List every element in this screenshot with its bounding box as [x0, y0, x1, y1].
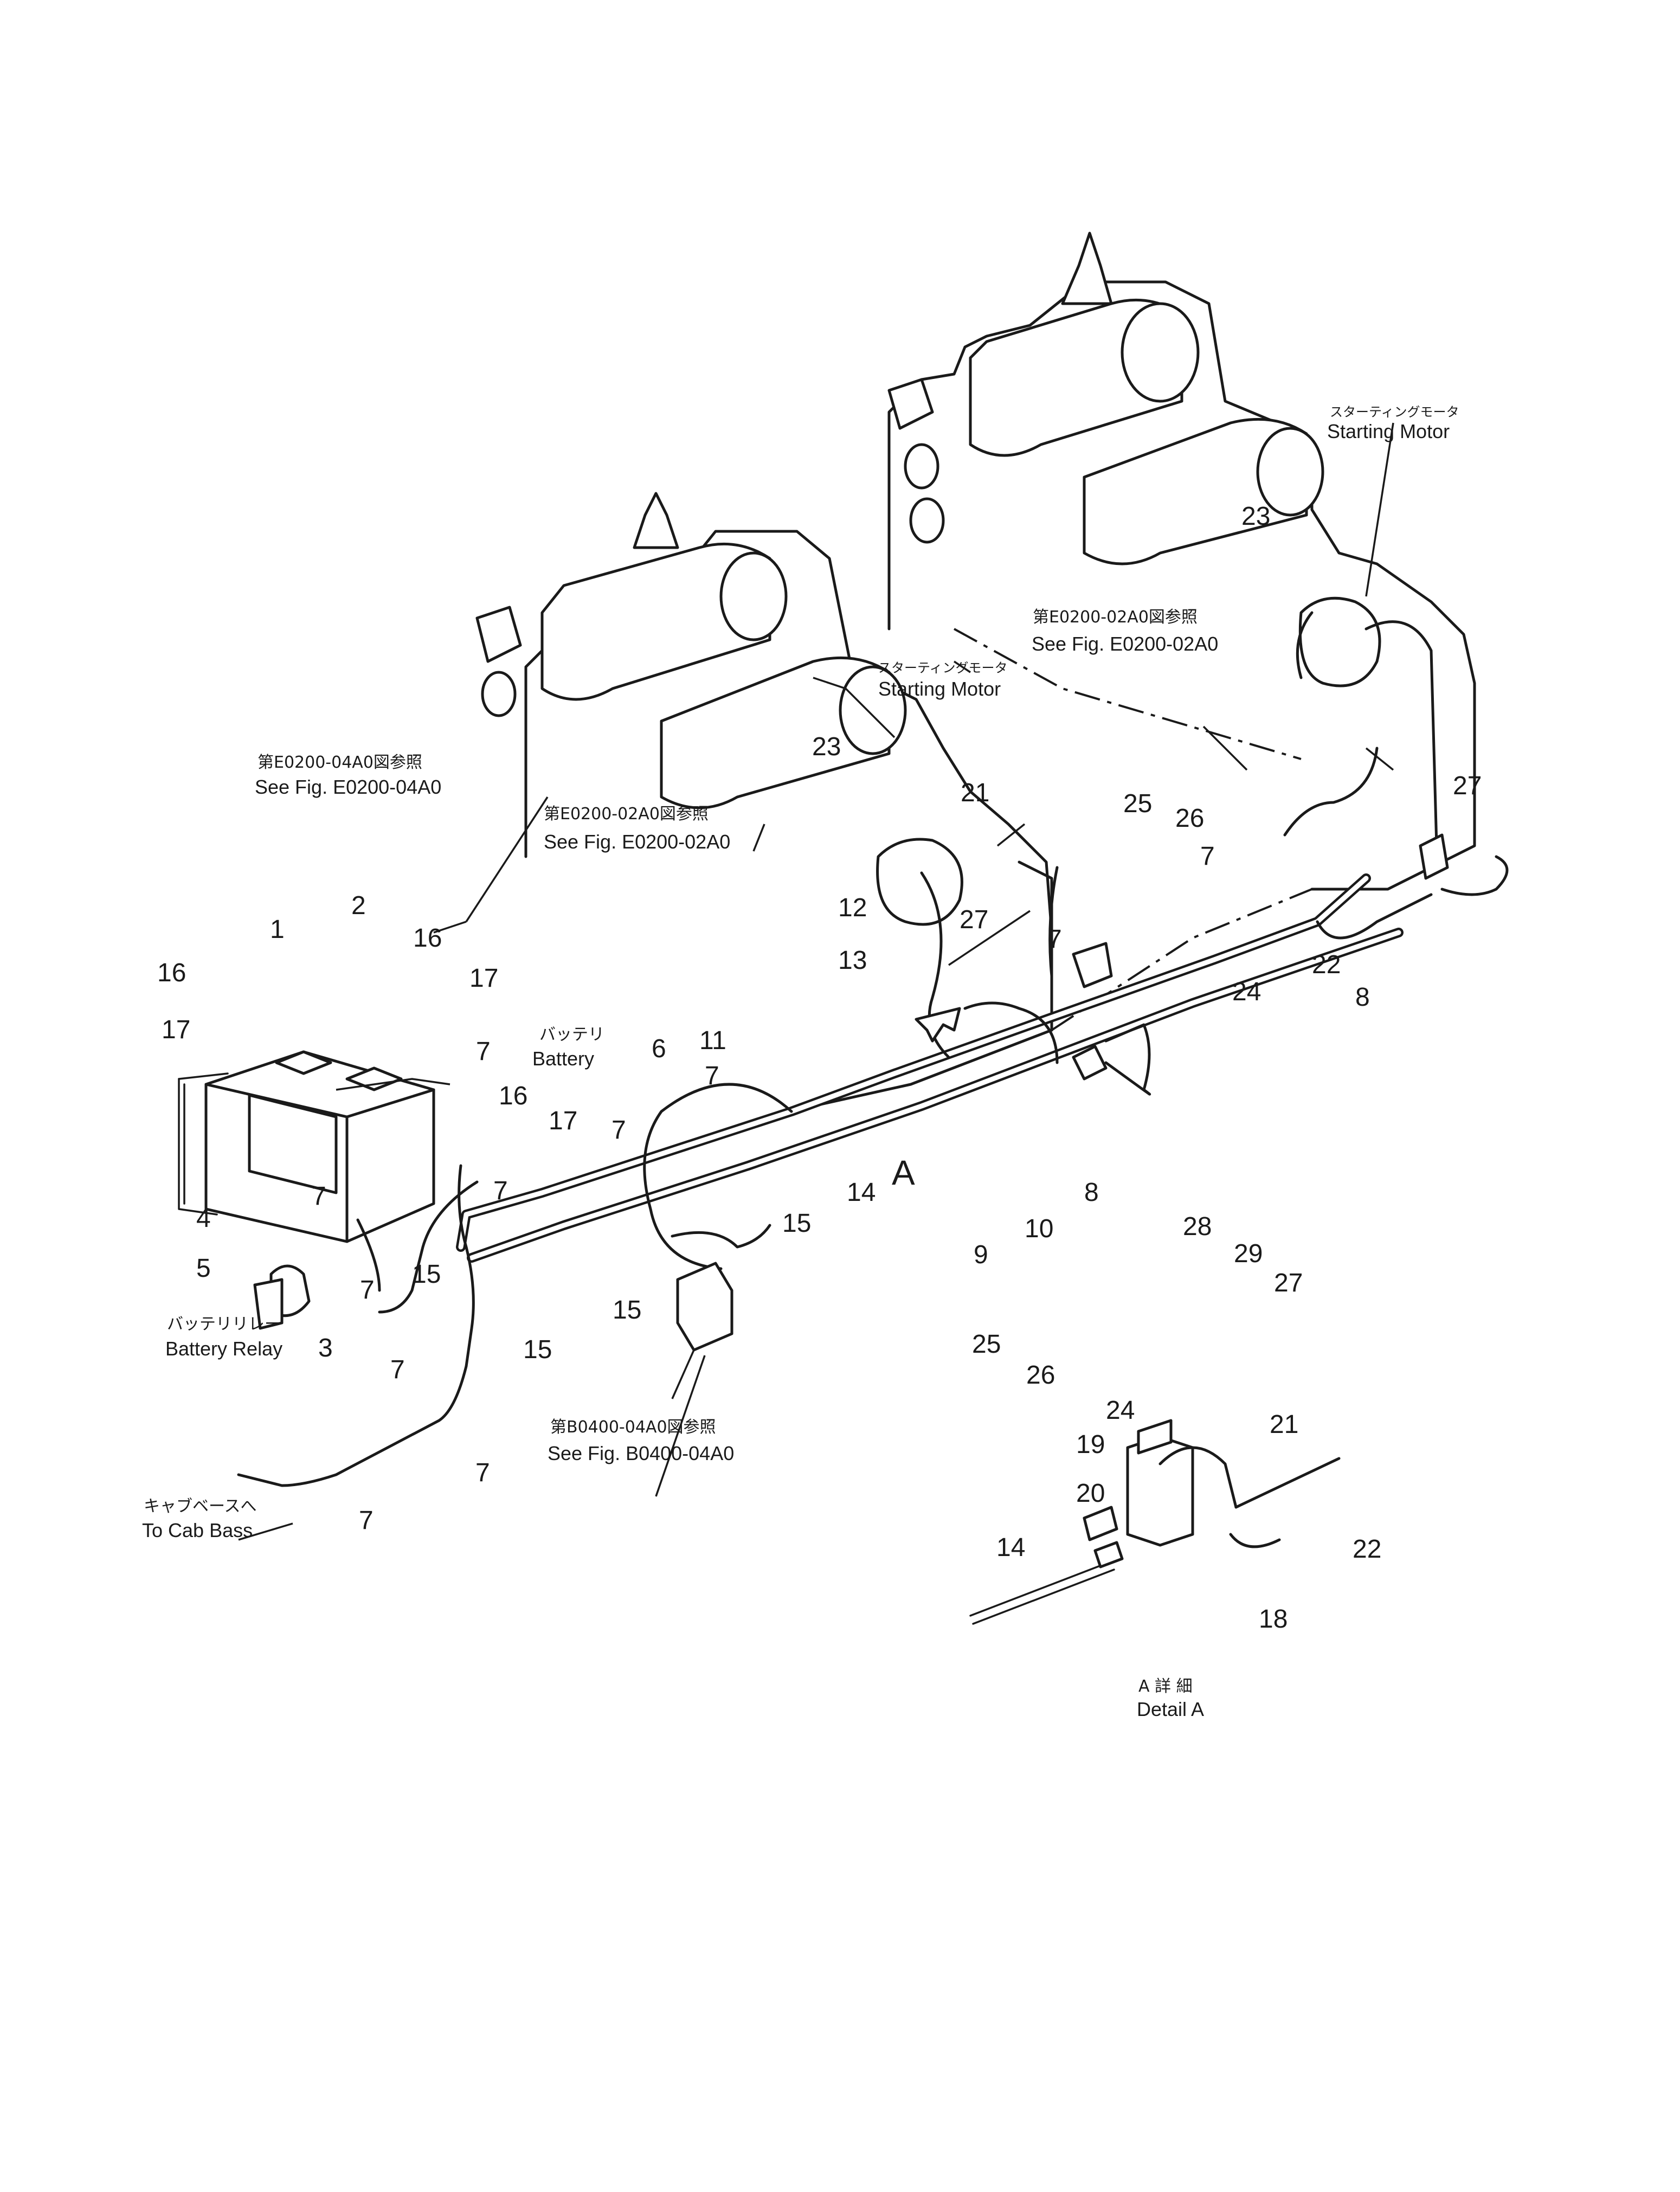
part-label-7i: 7: [705, 1062, 719, 1090]
part-label-22a: 22: [1312, 950, 1341, 979]
main-harness: [237, 747, 1509, 1487]
part-label-16c: 16: [499, 1082, 527, 1110]
part-label-15d: 15: [523, 1335, 552, 1364]
battery-relay-en: Battery Relay: [165, 1338, 282, 1360]
part-label-27b: 27: [1453, 772, 1482, 800]
part-label-7a: 7: [476, 1037, 491, 1066]
battery-jp: バッテリ: [539, 1025, 604, 1044]
ref-e0200-04a0-jp: 第E0200-04A0図参照: [258, 753, 422, 772]
part-label-7j: 7: [1047, 925, 1062, 954]
ref-e0200-02a0-right-en: See Fig. E0200-02A0: [1032, 633, 1218, 655]
engine-assembly-rear: [887, 232, 1476, 891]
ref-e0200-02a0-mid-jp: 第E0200-02A0図参照: [544, 805, 709, 824]
part-label-3: 3: [318, 1334, 333, 1362]
part-label-22b: 22: [1353, 1535, 1381, 1564]
part-label-24a: 24: [1232, 978, 1261, 1006]
part-label-15b: 15: [613, 1296, 641, 1325]
part-label-7d: 7: [390, 1355, 405, 1384]
part-label-4: 4: [196, 1204, 211, 1233]
ref-e0200-04a0-en: See Fig. E0200-04A0: [255, 776, 441, 798]
starting-motor-right-jp: スターティングモータ: [1330, 404, 1459, 420]
battery-en: Battery: [532, 1047, 594, 1070]
detail-a-caption-jp: A 詳 細: [1138, 1677, 1193, 1696]
part-label-14b: 14: [996, 1533, 1025, 1562]
part-label-9: 9: [974, 1240, 988, 1269]
starting-motor-mid-en: Starting Motor: [878, 678, 1001, 700]
part-label-14a: 14: [847, 1178, 876, 1207]
ref-e0200-02a0-mid-en: See Fig. E0200-02A0: [544, 831, 730, 853]
part-label-7e: 7: [475, 1458, 490, 1487]
part-label-16a: 16: [157, 959, 186, 987]
part-label-13: 13: [838, 946, 867, 975]
part-label-7h: 7: [612, 1116, 626, 1145]
part-label-25b: 25: [972, 1330, 1001, 1359]
part-label-24b: 24: [1106, 1396, 1135, 1425]
starting-motor-mid-jp: スターティングモータ: [878, 660, 1008, 676]
part-label-27c: 27: [1274, 1269, 1303, 1297]
starting-motor-right-en: Starting Motor: [1327, 420, 1450, 442]
part-label-8a: 8: [1084, 1178, 1099, 1207]
part-label-17b: 17: [469, 964, 498, 993]
part-label-26b: 26: [1026, 1361, 1055, 1390]
part-label-7c: 7: [360, 1276, 375, 1304]
part-label-29: 29: [1234, 1239, 1263, 1268]
part-label-23b: 23: [1241, 502, 1270, 531]
part-label-15c: 15: [412, 1260, 441, 1289]
part-label-7f: 7: [359, 1506, 374, 1535]
ref-b0400-04a0-en: See Fig. B0400-04A0: [548, 1442, 734, 1464]
reference-callouts: 第E0200-04A0図参照 See Fig. E0200-04A0 第E020…: [255, 608, 1218, 1464]
part-label-25a: 25: [1123, 789, 1152, 818]
part-label-21b: 21: [1270, 1410, 1298, 1439]
part-label-19: 19: [1076, 1430, 1105, 1459]
part-number-labels: 1 2 3 4 5 6 7 7 7 7 7 7 7 7 7 7 7 8 8 9 …: [157, 502, 1482, 1634]
battery-relay-jp: バッテリリレー: [167, 1315, 281, 1334]
to-cab-base-en: To Cab Bass: [142, 1519, 253, 1541]
detail-a-marker: A: [892, 1153, 915, 1192]
detail-a-drawing: [969, 1419, 1341, 1625]
part-label-1: 1: [270, 915, 285, 944]
part-label-11: 11: [699, 1026, 726, 1055]
to-cab-base-jp: キャブベースへ: [144, 1497, 257, 1516]
component-callouts: スターティングモータ Starting Motor スターティングモータ Sta…: [142, 404, 1459, 1541]
engine-assembly-front: [475, 492, 1312, 1108]
part-label-26a: 26: [1175, 804, 1204, 833]
part-label-7b: 7: [312, 1182, 326, 1211]
part-label-7k: 7: [1200, 842, 1215, 871]
part-label-15a: 15: [782, 1209, 811, 1238]
part-label-6: 6: [652, 1034, 666, 1063]
part-label-7g: 7: [493, 1177, 508, 1205]
part-label-23a: 23: [812, 732, 841, 761]
part-label-28: 28: [1183, 1212, 1212, 1241]
part-label-27a: 27: [960, 905, 988, 934]
part-label-18: 18: [1259, 1605, 1288, 1634]
leader-lines: [238, 422, 1394, 1541]
battery-assembly: [178, 1050, 435, 1330]
part-label-10: 10: [1025, 1214, 1053, 1243]
part-label-8b: 8: [1355, 983, 1370, 1012]
part-label-20: 20: [1076, 1479, 1105, 1508]
part-label-2: 2: [351, 891, 366, 920]
detail-a-callouts: A A 詳 細 Detail A: [892, 1153, 1204, 1720]
ref-e0200-02a0-right-jp: 第E0200-02A0図参照: [1033, 608, 1198, 627]
ref-b0400-04a0-jp: 第B0400-04A0図参照: [550, 1418, 716, 1437]
part-label-16b: 16: [413, 924, 442, 953]
part-label-5: 5: [196, 1254, 211, 1283]
part-label-17c: 17: [549, 1107, 577, 1135]
part-label-17a: 17: [162, 1015, 190, 1044]
detail-a-caption-en: Detail A: [1137, 1698, 1204, 1720]
part-label-21a: 21: [961, 779, 989, 807]
part-label-12: 12: [838, 893, 867, 922]
